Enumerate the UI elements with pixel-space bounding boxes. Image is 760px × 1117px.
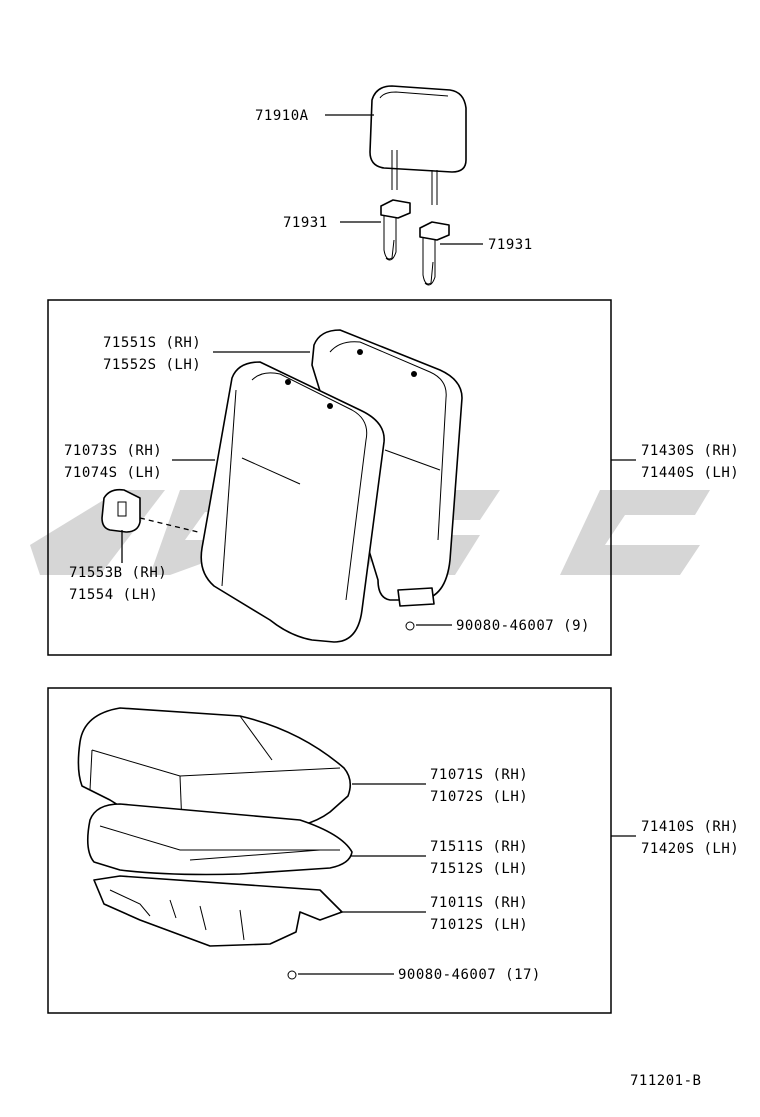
headrest-label: 71910A [255,108,309,124]
knob-cover-rh-label: 71553B (RH) [69,565,167,581]
headrest-drawing [369,85,467,205]
seatback-rear-drawing [311,329,463,607]
knob-cover-drawing [101,488,199,533]
cushion-frame-rh-label: 71011S (RH) [430,895,528,911]
diagram-code: 711201-B [630,1073,701,1089]
cushion-cover-lh-label: 71072S (LH) [430,789,528,805]
cushion-assembly-lh-label: 71420S (LH) [641,841,739,857]
cushion-cover-drawing [77,707,352,831]
seatback-group-box [47,299,612,656]
seatback-assembly-rh-label: 71430S (RH) [641,443,739,459]
seatback-assembly-lh-label: 71440S (LH) [641,465,739,481]
headrest-support-right [419,221,450,286]
cushion-pad-drawing [86,803,353,876]
cushion-pad-rh-label: 71511S (RH) [430,839,528,855]
back-cover-rh-label: 71551S (RH) [103,335,201,351]
seatback-front-drawing [200,349,417,643]
headrest-support-left [380,199,411,261]
back-cushion-rh-label: 71073S (RH) [64,443,162,459]
back-cushion-lh-label: 71074S (LH) [64,465,162,481]
cushion-cover-rh-label: 71071S (RH) [430,767,528,783]
support-right-label: 71931 [488,237,533,253]
cushion-pad-lh-label: 71512S (LH) [430,861,528,877]
back-cover-lh-label: 71552S (LH) [103,357,201,373]
support-left-label: 71931 [283,215,328,231]
seatback-clip-label: 90080-46007 (9) [456,618,590,634]
cushion-frame-lh-label: 71012S (LH) [430,917,528,933]
knob-cover-lh-label: 71554 (LH) [69,587,158,603]
cushion-clip-label: 90080-46007 (17) [398,967,541,983]
cushion-group-box [47,687,612,1014]
cushion-frame-drawing [93,875,343,947]
cushion-assembly-rh-label: 71410S (RH) [641,819,739,835]
